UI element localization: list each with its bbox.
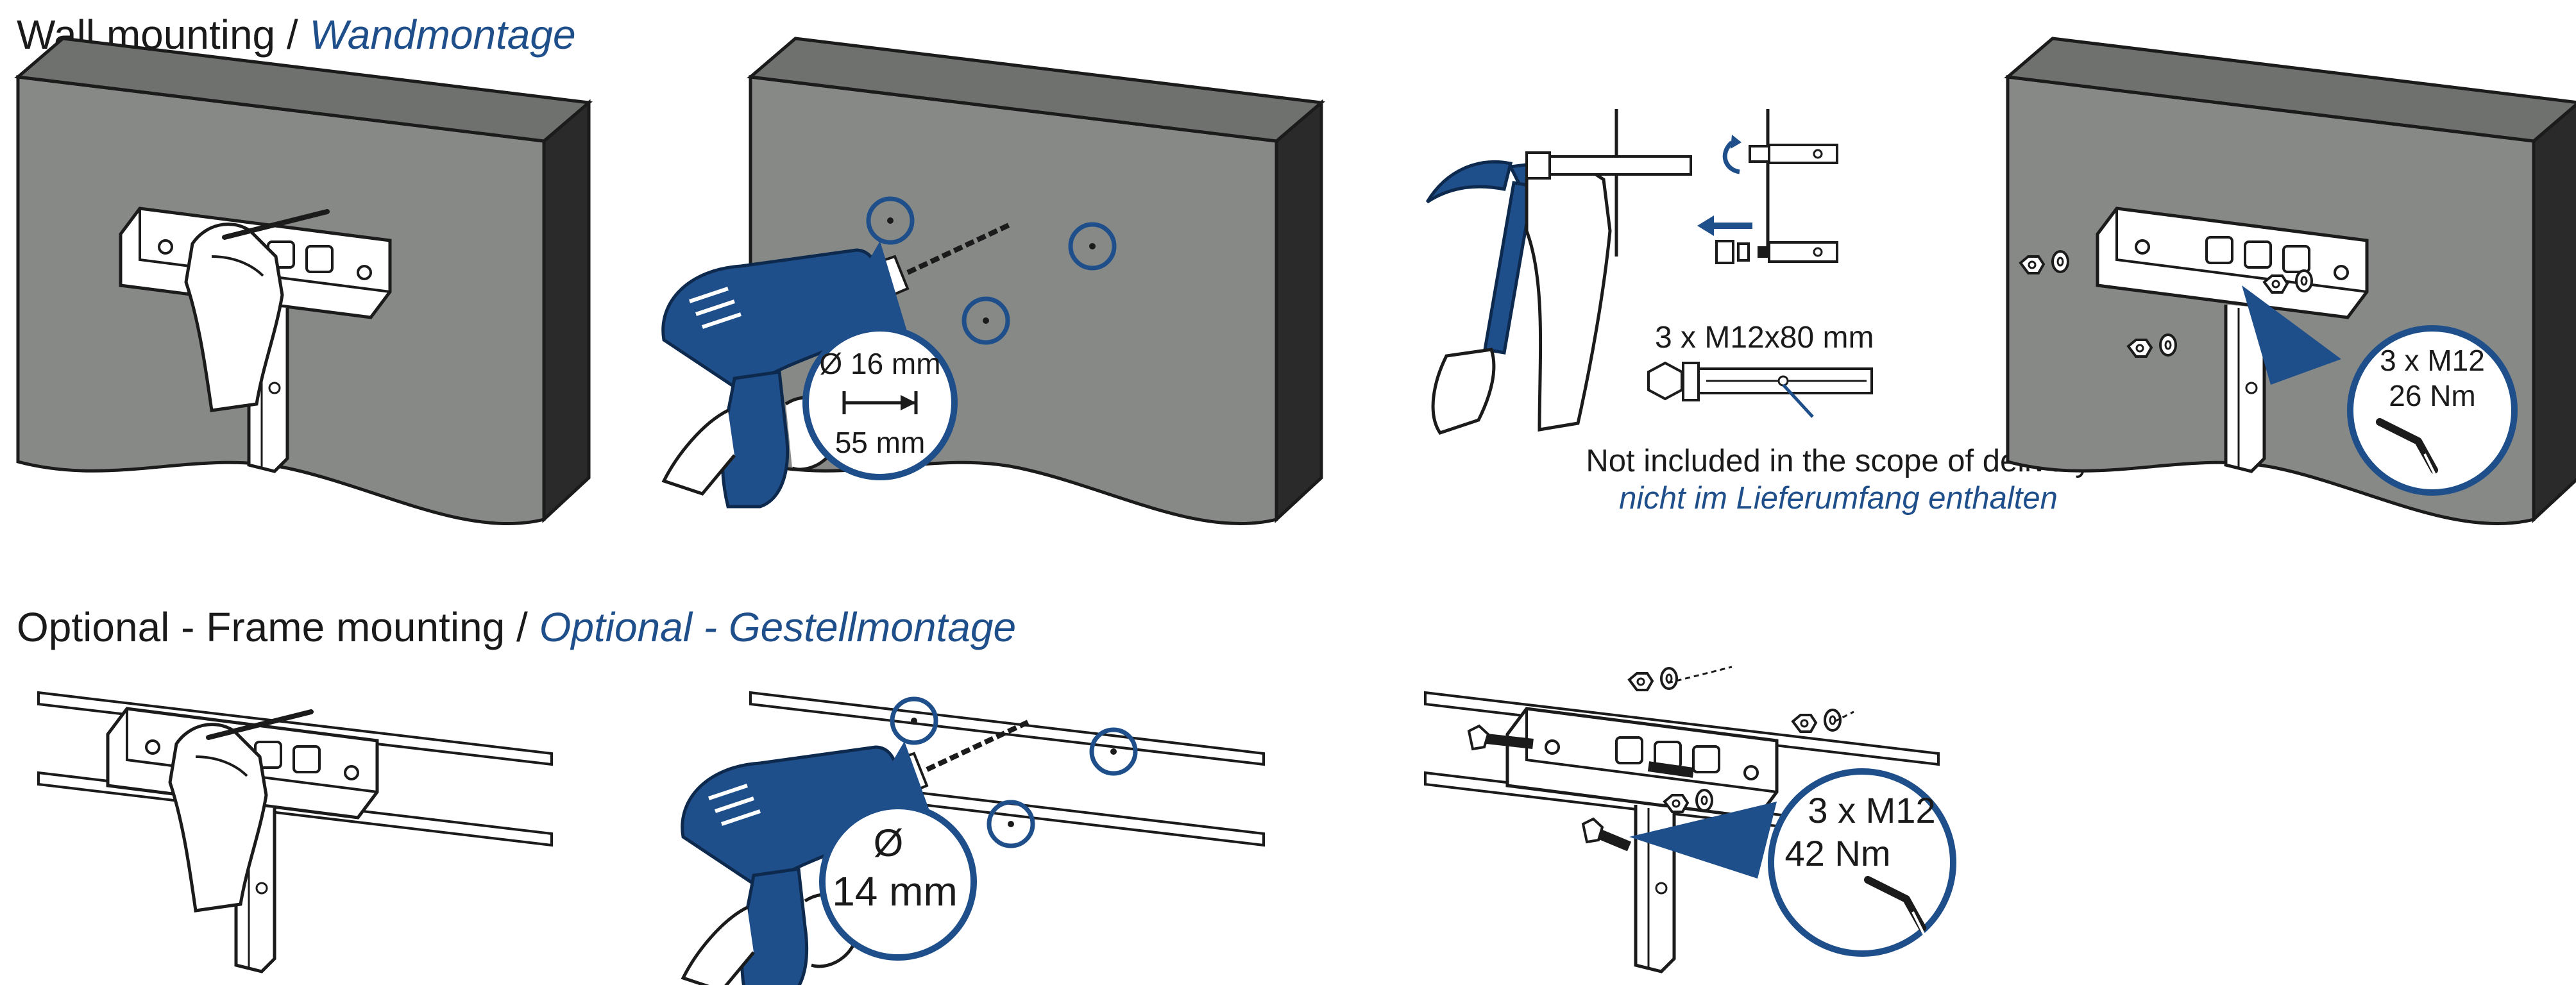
frame-nut-washer-icon-2 xyxy=(1792,709,1842,733)
anchor-step-2-icon xyxy=(1697,215,1838,264)
wall-torque-label: 26 Nm xyxy=(2389,379,2475,412)
frame-hole-marker-2 xyxy=(1089,727,1138,776)
drill-depth-label: 55 mm xyxy=(835,426,926,459)
anchor-step-1-icon xyxy=(1722,135,1838,174)
heading-frame-mounting: Optional - Frame mounting / Optional - G… xyxy=(17,607,1016,648)
frame-nut-washer-icon xyxy=(1628,667,1678,691)
torque-callout-wall: 3 x M12 26 Nm xyxy=(2347,325,2518,496)
anchor-bolt-icon xyxy=(1525,151,1692,180)
torque-callout-frame: 3 x M12 42 Nm xyxy=(1768,768,1956,957)
hammer-icon xyxy=(1425,158,1601,435)
frame-hole-marker-3 xyxy=(987,800,1035,848)
frame-drill-symbol: Ø xyxy=(874,821,904,864)
frame-torque-label: 42 Nm xyxy=(1785,833,1891,873)
frame-drill-callout: Ø 14 mm xyxy=(819,803,977,961)
heading-frame-en: Optional - Frame mounting / xyxy=(17,604,539,650)
drill-diameter-label: Ø 16 mm xyxy=(819,347,940,380)
hand-holding-anchor-icon xyxy=(1525,158,1612,432)
frame-bolt-icon xyxy=(1467,724,1695,852)
hole-marker-1 xyxy=(866,196,915,245)
not-included-de: nicht im Lieferumfang enthalten xyxy=(1619,481,2058,516)
heading-wall-de: Wandmontage xyxy=(309,12,576,58)
anchor-detail-icon xyxy=(1647,361,1873,418)
anchor-size-label: 3 x M12x80 mm xyxy=(1655,321,1874,355)
wall-bolt-size-label: 3 x M12 xyxy=(2380,344,2485,377)
frame-hole-marker-1 xyxy=(890,696,938,745)
heading-frame-de: Optional - Gestellmontage xyxy=(539,604,1017,650)
hole-marker-2 xyxy=(1068,222,1117,271)
drill-callout: Ø 16 mm 55 mm xyxy=(802,325,958,480)
frame-drill-diameter: 14 mm xyxy=(832,868,958,914)
frame-bolt-size-label: 3 x M12 xyxy=(1808,790,1935,830)
hole-marker-3 xyxy=(962,296,1010,345)
